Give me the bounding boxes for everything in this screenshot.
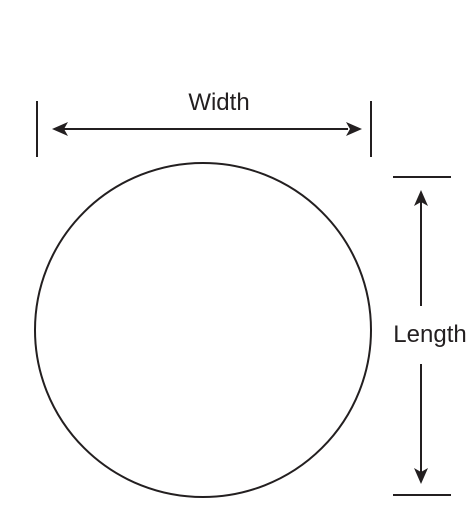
length-label: Length bbox=[393, 321, 466, 348]
circle-shape bbox=[34, 162, 372, 498]
width-dimension: Width bbox=[36, 89, 372, 157]
width-arrowhead-right bbox=[346, 122, 362, 136]
length-arrowhead-bottom bbox=[414, 468, 428, 484]
length-dimension: Length bbox=[393, 176, 467, 496]
width-label: Width bbox=[188, 89, 249, 116]
width-arrowhead-left bbox=[52, 122, 68, 136]
length-arrowhead-top bbox=[414, 190, 428, 206]
